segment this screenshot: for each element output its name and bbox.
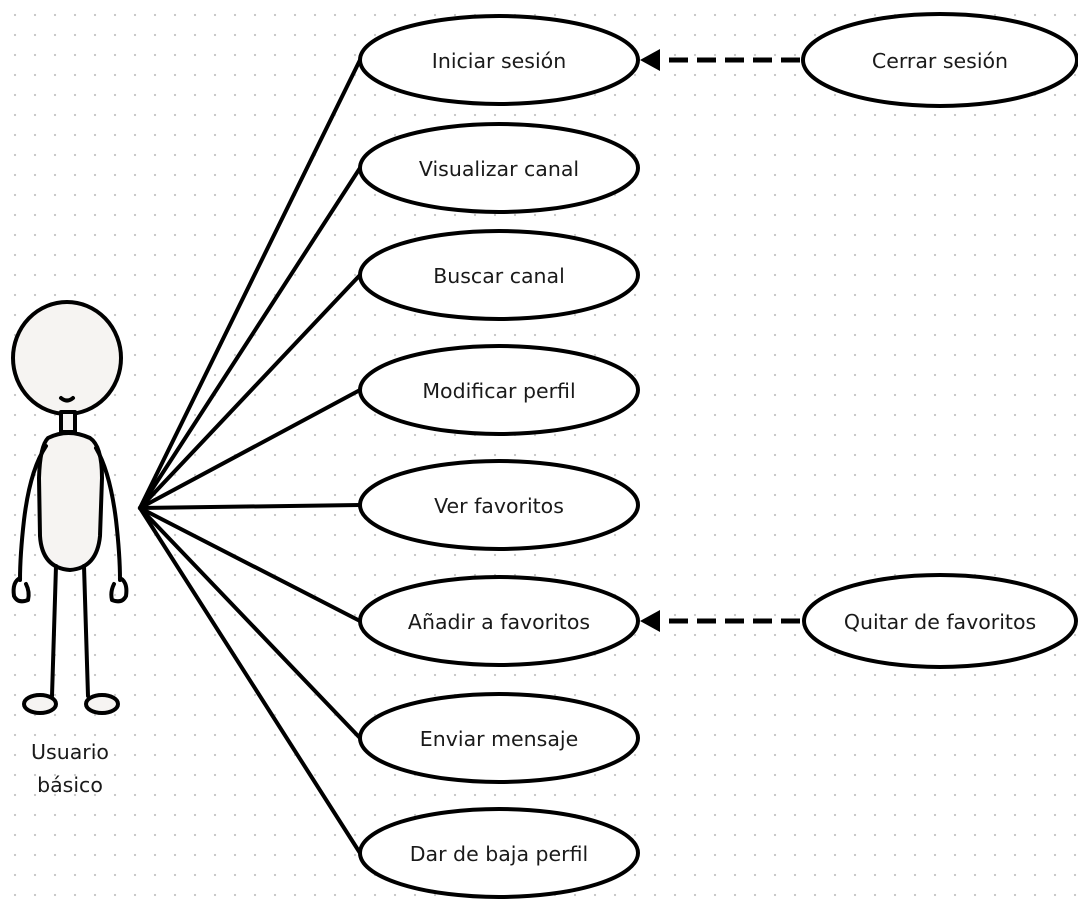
actor-label-line2: básico (37, 773, 103, 797)
actor-left-arm (18, 444, 48, 582)
association-enviar-mensaje (138, 506, 362, 740)
use-case-label: Quitar de favoritos (844, 610, 1036, 634)
use-case-label: Ver favoritos (434, 494, 564, 518)
actor-left-foot (22, 693, 58, 715)
use-case-iniciar-sesion[interactable]: Iniciar sesión (358, 14, 640, 106)
dependency-cerrar-sesion (640, 49, 800, 71)
use-case-label: Cerrar sesión (872, 49, 1008, 73)
actor-neck (59, 410, 77, 434)
association-anadir-a-favoritos (138, 506, 362, 623)
use-case-anadir-a-favoritos[interactable]: Añadir a favoritos (358, 575, 640, 667)
use-case-label: Dar de baja perfil (410, 842, 588, 866)
actor-left-leg (50, 564, 58, 698)
actor-torso (37, 431, 104, 572)
actor-right-leg (82, 564, 90, 698)
association-dar-de-baja-perfil (138, 506, 362, 855)
use-case-label: Añadir a favoritos (408, 610, 590, 634)
actor-left-hand (11, 576, 31, 604)
actor-head (11, 300, 123, 416)
use-case-label: Buscar canal (433, 264, 565, 288)
use-case-enviar-mensaje[interactable]: Enviar mensaje (358, 692, 640, 784)
association-buscar-canal (138, 273, 362, 510)
use-case-quitar-de-favoritos[interactable]: Quitar de favoritos (802, 573, 1078, 669)
arrowhead-icon (640, 610, 660, 632)
use-case-buscar-canal[interactable]: Buscar canal (358, 229, 640, 321)
association-lines (138, 58, 362, 855)
use-case-label: Iniciar sesión (432, 49, 566, 73)
actor-right-arm (94, 446, 122, 582)
actor-smile (59, 396, 75, 403)
actor-right-foot (84, 693, 120, 715)
actor-figure[interactable]: Usuario básico (11, 300, 129, 797)
use-case-dar-de-baja-perfil[interactable]: Dar de baja perfil (358, 807, 640, 899)
use-case-modificar-perfil[interactable]: Modificar perfil (358, 344, 640, 436)
use-case-label: Enviar mensaje (420, 727, 578, 751)
dependency-arrows (640, 49, 800, 632)
association-ver-favoritos (138, 503, 362, 510)
association-iniciar-sesion (138, 58, 362, 510)
actor-label-line1: Usuario (31, 740, 109, 764)
use-case-visualizar-canal[interactable]: Visualizar canal (358, 122, 640, 214)
arrowhead-icon (640, 49, 660, 71)
use-case-ver-favoritos[interactable]: Ver favoritos (358, 459, 640, 551)
dependency-quitar-de-favoritos (640, 610, 800, 632)
use-case-cerrar-sesion[interactable]: Cerrar sesión (801, 12, 1078, 108)
actor-right-hand (109, 576, 129, 604)
use-case-label: Modificar perfil (422, 379, 575, 403)
association-visualizar-canal (138, 166, 362, 510)
association-modificar-perfil (138, 388, 362, 510)
use-case-label: Visualizar canal (419, 157, 579, 181)
